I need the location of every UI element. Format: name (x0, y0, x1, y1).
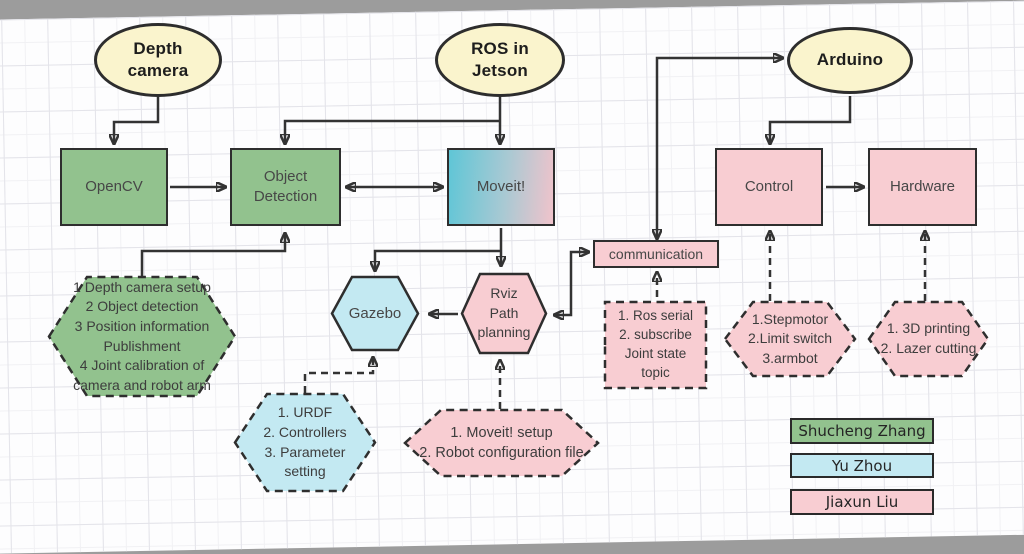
legend-jiaxun-liu: Jiaxun Liu (790, 489, 934, 515)
hardware-label: Hardware (889, 178, 956, 196)
serial-tasks-label: 1. Ros serial 2. subscribe Joint state t… (617, 308, 694, 380)
fab-tasks-label: 1. 3D printing 2. Lazer cutting (880, 320, 977, 356)
ros-in-jetson-label: ROS in Jetson (471, 38, 529, 80)
node-sim-tasks: 1. URDF 2. Controllers 3. Parameter sett… (233, 392, 377, 493)
legend-yu-zhou-label: Yu Zhou (831, 456, 893, 475)
node-control: Control (715, 148, 823, 226)
depth-camera-label: Depth camera (127, 38, 189, 80)
vision-tasks-label: 1 Depth camera setup 2 Object detection … (73, 278, 211, 393)
node-arduino: Arduino (787, 27, 913, 94)
node-rviz: Rviz Path planning (460, 272, 548, 355)
arrow-ros-to-objectdetection (285, 119, 500, 144)
node-vision-tasks: 1 Depth camera setup 2 Object detection … (47, 275, 237, 398)
node-depth-camera: Depth camera (94, 23, 222, 97)
control-label: Control (744, 178, 794, 196)
object-detection-label: Object Detection (253, 168, 318, 205)
node-moveit-tasks: 1. Moveit! setup 2. Robot configuration … (403, 408, 600, 478)
arrow-arduino-to-control (770, 96, 852, 144)
arrow-depthcamera-to-opencv (114, 97, 160, 144)
arrow-rviz-communication (554, 252, 589, 315)
moveit-tasks-label: 1. Moveit! setup 2. Robot configuration … (419, 424, 584, 461)
rviz-label: Rviz Path planning (477, 285, 531, 341)
node-fab-tasks: 1. 3D printing 2. Lazer cutting (867, 300, 990, 378)
node-opencv: OpenCV (60, 148, 168, 226)
opencv-label: OpenCV (85, 178, 143, 196)
arduino-label: Arduino (816, 50, 884, 70)
moveit-label: Moveit! (476, 178, 526, 196)
flowchart: Depth camera ROS in Jetson Arduino OpenC… (47, 23, 990, 515)
node-serial-tasks: 1. Ros serial 2. subscribe Joint state t… (603, 300, 708, 390)
arrow-moveit-to-gazebo (375, 249, 501, 271)
legend-shucheng-zhang: Shucheng Zhang (790, 418, 934, 444)
motor-tasks-label: 1.Stepmotor 2.Limit switch 3.armbot (747, 310, 833, 366)
node-hardware: Hardware (868, 148, 977, 226)
node-gazebo: Gazebo (330, 275, 420, 352)
node-motor-tasks: 1.Stepmotor 2.Limit switch 3.armbot (723, 300, 857, 378)
arrow-simtasks-to-gazebo (303, 357, 373, 393)
node-ros-in-jetson: ROS in Jetson (435, 23, 565, 97)
communication-label: communication (608, 245, 704, 262)
legend-jiaxun-liu-label: Jiaxun Liu (825, 493, 899, 511)
node-communication: communication (593, 240, 719, 268)
node-object-detection: Object Detection (230, 148, 341, 226)
gazebo-label: Gazebo (348, 304, 402, 322)
sim-tasks-label: 1. URDF 2. Controllers 3. Parameter sett… (263, 404, 347, 480)
legend-shucheng-zhang-label: Shucheng Zhang (798, 422, 926, 440)
legend-yu-zhou: Yu Zhou (790, 453, 934, 478)
node-moveit: Moveit! (447, 148, 555, 226)
arrow-visiontasks-to-objectdetection (140, 233, 285, 276)
